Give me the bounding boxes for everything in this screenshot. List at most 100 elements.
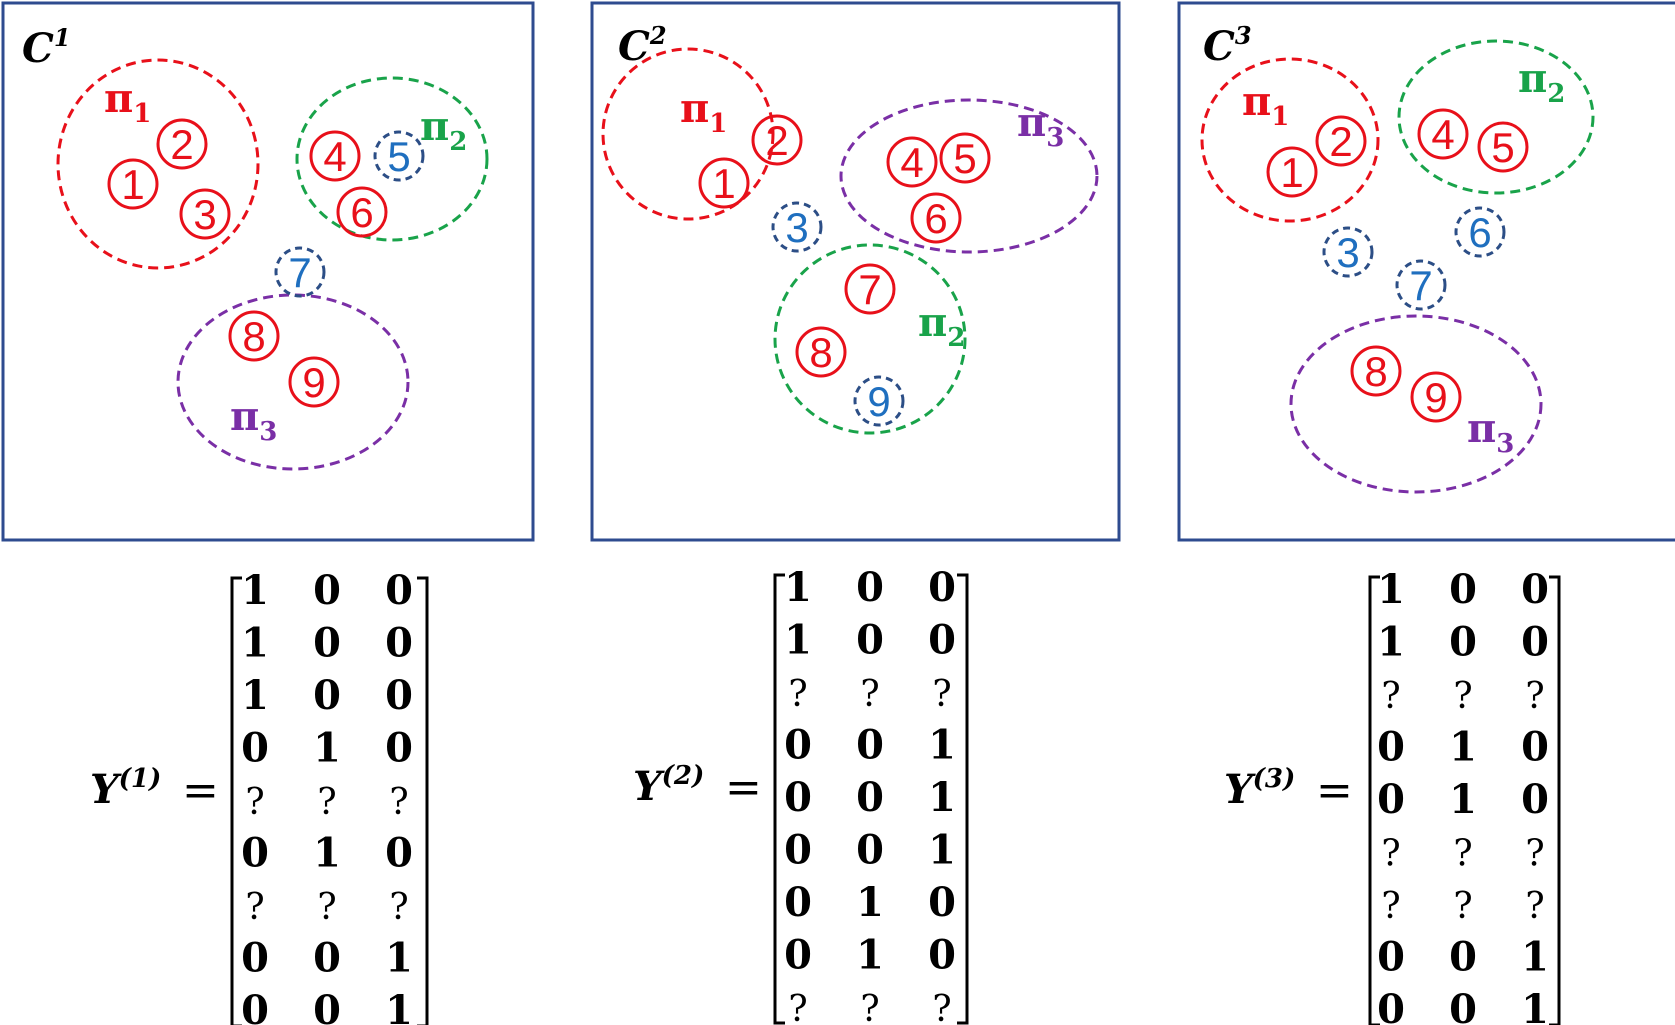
matrix-cell: ?: [1525, 886, 1544, 927]
node-6: 6: [336, 186, 388, 238]
node-label: 3: [193, 191, 216, 238]
matrix-left-bracket: [1368, 575, 1380, 1025]
node-circle: [1477, 121, 1529, 173]
node-circle: [1410, 371, 1462, 423]
node-circle: [910, 192, 962, 244]
node-3: 3: [1322, 226, 1374, 278]
matrix-cell: ?: [1381, 676, 1400, 717]
matrix-cell: ?: [1381, 886, 1400, 927]
matrix-cell: 1: [784, 617, 812, 664]
matrix-cell: 0: [856, 722, 884, 769]
cluster-label-subscript: 2: [947, 323, 965, 353]
node-label: 4: [1431, 111, 1454, 158]
unassigned-node-ring: [853, 375, 905, 427]
node-label: 2: [765, 117, 788, 164]
node-3: 3: [179, 188, 231, 240]
matrix-cell: 1: [1521, 986, 1549, 1025]
cluster-pi2-ellipse: [773, 243, 967, 435]
matrix-cell: ?: [245, 782, 264, 823]
node-label: 3: [1336, 229, 1359, 276]
cluster-label-subscript: 3: [259, 417, 277, 447]
matrix-cell: ?: [788, 674, 807, 715]
matrix-label: Y(3): [1224, 764, 1295, 813]
unassigned-node-ring: [373, 130, 425, 182]
matrix-label-superscript: (3): [1253, 764, 1296, 794]
matrix-cell: ?: [1453, 676, 1472, 717]
panel-title: C1: [22, 23, 71, 72]
node-label: 8: [809, 329, 832, 376]
node-label: 6: [924, 195, 947, 242]
node-8: 8: [795, 326, 847, 378]
matrix-cell: ?: [1381, 834, 1400, 875]
node-2: 2: [1315, 115, 1367, 167]
matrix-cell: 1: [313, 725, 341, 772]
node-9: 9: [288, 356, 340, 408]
matrix-cell: 1: [928, 774, 956, 821]
matrix-right-bracket: [957, 573, 969, 1025]
node-1: 1: [107, 158, 159, 210]
node-circle: [844, 263, 896, 315]
matrix-cell: 0: [385, 620, 413, 667]
unassigned-node-ring: [771, 201, 823, 253]
matrix-cell: 0: [313, 987, 341, 1025]
matrix-cell: 0: [784, 827, 812, 874]
cluster-pi3-ellipse: [176, 293, 410, 471]
matrix-cell: 1: [1377, 566, 1405, 613]
matrix-cell: ?: [389, 887, 408, 928]
node-label: 9: [302, 359, 325, 406]
matrix-cell: ?: [1453, 886, 1472, 927]
matrix-cell: 0: [1449, 986, 1477, 1025]
node-label: 2: [170, 121, 193, 168]
matrix-cell: 1: [241, 672, 269, 719]
node-label: 4: [900, 139, 923, 186]
matrix-cell: 0: [928, 564, 956, 611]
matrix-cell: 0: [784, 879, 812, 926]
cluster-label-subscript: 2: [1547, 79, 1565, 109]
cluster-pi3-label: π3: [1467, 405, 1514, 459]
node-8: 8: [228, 310, 280, 362]
node-label: 3: [785, 204, 808, 251]
matrix-cell: 0: [856, 774, 884, 821]
matrix-label: Y(2): [633, 761, 704, 810]
node-label: 8: [242, 313, 265, 360]
node-label: 7: [858, 266, 881, 313]
node-4: 4: [886, 136, 938, 188]
node-1: 1: [1266, 146, 1318, 198]
node-circle: [886, 136, 938, 188]
matrix-cell: 0: [784, 932, 812, 979]
node-circle: [795, 326, 847, 378]
matrix-cell: ?: [317, 782, 336, 823]
matrix-cell: 1: [856, 879, 884, 926]
matrix-cell: 0: [1521, 566, 1549, 613]
node-7: 7: [844, 263, 896, 315]
cluster-label-subscript: 2: [449, 127, 467, 157]
matrix-cell: 1: [856, 932, 884, 979]
matrix-cell: 0: [241, 725, 269, 772]
matrix-cell: 0: [313, 567, 341, 614]
cluster-label-subscript: 1: [133, 99, 151, 129]
matrix-cell: 0: [928, 932, 956, 979]
matrix-cell: ?: [860, 674, 879, 715]
matrix-cell: 1: [241, 620, 269, 667]
cluster-pi2-label: π2: [420, 103, 467, 157]
matrix-right-bracket: [417, 576, 429, 1025]
matrix-cell: 0: [1449, 566, 1477, 613]
matrix-cell: ?: [932, 989, 951, 1025]
node-circle: [179, 188, 231, 240]
panel-title-superscript: 1: [54, 23, 71, 52]
node-9: 9: [853, 375, 905, 427]
panel-frame: [1177, 1, 1675, 542]
node-circle: [107, 158, 159, 210]
node-1: 1: [698, 157, 750, 209]
node-circle: [156, 118, 208, 170]
cluster-label-subscript: 3: [1496, 429, 1514, 459]
matrix-cell: ?: [1525, 676, 1544, 717]
cluster-pi1-ellipse: [601, 47, 775, 221]
matrix-cell: 0: [1377, 724, 1405, 771]
panel-frame: [590, 1, 1121, 542]
matrix-cell: 0: [1449, 619, 1477, 666]
node-circle: [1266, 146, 1318, 198]
node-label: 6: [1468, 209, 1491, 256]
